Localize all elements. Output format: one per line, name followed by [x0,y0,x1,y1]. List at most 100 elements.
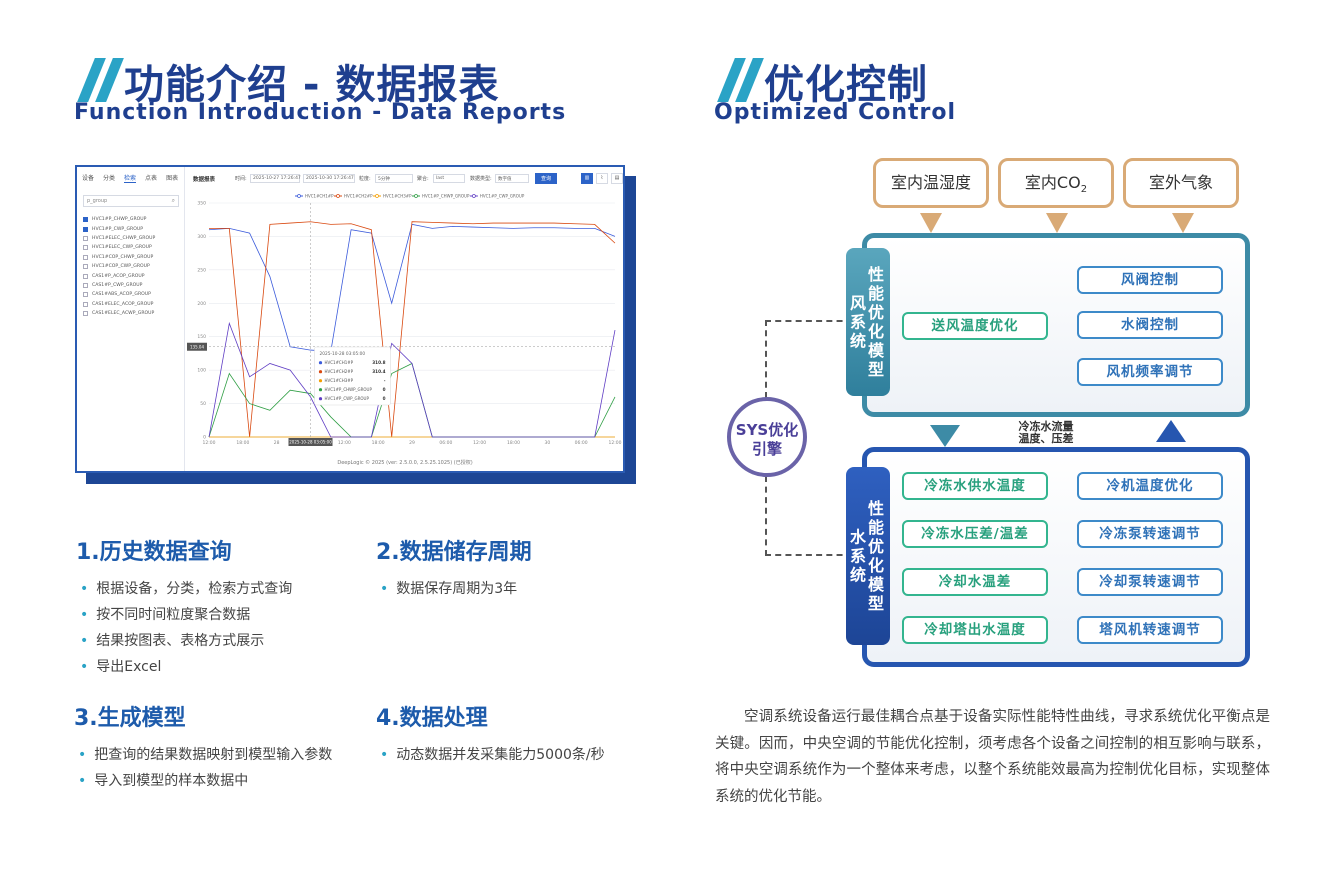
group-name: CAS1#ELEC_ACWP_GROUP [92,311,155,317]
line-view-icon[interactable]: ⌇ [596,173,608,184]
x-tick-label: 12:00 [473,440,486,446]
sidebar-tab[interactable]: 检索 [124,175,137,183]
water-valve-control: 水阀控制 [1077,311,1223,339]
co2-label: 室内CO [1024,173,1081,192]
double-slash-icon [77,58,128,102]
feature-data-processing: 4.数据处理 动态数据并发采集能力5000条/秒 [376,700,605,768]
checkbox[interactable] [83,301,88,307]
checkbox[interactable] [83,311,88,317]
group-list-item[interactable]: HVC1#P_CHWP_GROUP [83,215,155,224]
group-list-item[interactable]: CAS1#P_CWP_GROUP [83,281,155,290]
arrow-down-icon [930,425,960,447]
group-list-item[interactable]: CAS1#ELEC_ACOP_GROUP [83,300,155,309]
group-name: CAS1#ELEC_ACOP_GROUP [92,301,154,307]
left-title-en: Function Introduction - Data Reports [74,100,567,125]
group-list-item[interactable]: HVC1#COP_CWP_GROUP [83,262,155,271]
checkbox[interactable] [83,273,88,279]
tooltip-series-name: HVC1#CH1#P [325,360,354,365]
group-name: HVC1#COP_CWP_GROUP [92,264,150,270]
y-hover-badge [187,342,207,351]
flow-note-line1: 冷冻水流量 [1018,420,1074,433]
datatype-label: 数据类型: [470,176,492,182]
right-title-cn: 优化控制 [764,62,928,108]
checkbox[interactable] [83,254,88,260]
group-list-item[interactable]: HVC1#ELEC_CHWP_GROUP [83,234,155,243]
group-list-item[interactable]: HVC1#ELEC_CWP_GROUP [83,243,155,252]
group-list-item[interactable]: CAS1#ELEC_ACWP_GROUP [83,309,155,318]
feature-generate-model: 3.生成模型 把查询的结果数据映射到模型输入参数 导入到模型的样本数据中 [74,700,332,794]
tooltip-dot [318,397,323,401]
series-line [208,362,616,438]
sys-optimization-engine: SYS优化 引擎 [727,397,807,477]
right-title-en: Optimized Control [714,100,957,125]
report-toolbar: 数据报表 时间: 2025-10-27 17:26:47 2025-10-30 … [193,173,623,187]
feature-item: 动态数据并发采集能力5000条/秒 [376,742,604,768]
group-list-item[interactable]: CAS1#P_ACOP_GROUP [83,271,155,280]
series-line [209,221,616,438]
screenshot-footer: DeepLogic © 2025 (ver: 2.5.0.0, 2.5.25.1… [337,460,473,466]
group-name: CAS1#P_ACOP_GROUP [92,273,145,279]
flow-note: 冷冻水流量 温度、压差 [1006,421,1086,445]
report-title: 数据报表 [193,177,216,183]
checkbox[interactable] [83,292,88,298]
datatype-select[interactable]: 数字值 [495,174,529,183]
time-start-field[interactable]: 2025-10-27 17:26:47 [250,174,301,183]
input-indoor-temp-humidity: 室内温湿度 [873,158,989,208]
group-name: CAS1#ABS_ACOP_GROUP [92,292,151,298]
checkbox[interactable] [83,264,88,270]
checkbox[interactable] [83,235,88,241]
group-list-item[interactable]: HVC1#P_CWP_GROUP [83,224,155,233]
checkbox[interactable] [83,226,88,232]
aggregate-label: 聚合: [417,176,429,182]
sidebar-tab[interactable]: 分类 [103,175,116,182]
y-tick-label: 200 [197,301,206,307]
arrow-down-icon [1172,213,1194,233]
x-tick-label: 06:00 [439,440,452,446]
tooltip-dot [318,370,323,374]
description-paragraph: 空调系统设备运行最佳耦合点基于设备实际性能特性曲线，寻求系统优化平衡点是关键。因… [715,709,1270,805]
co2-subscript: 2 [1080,184,1088,196]
group-search-input[interactable]: p_group⌕ [83,195,179,207]
chart-view-icon[interactable]: ▥ [581,173,593,184]
x-tick-label: 12:00 [338,440,351,446]
chart-tooltip [314,346,391,406]
feature-item: 结果按图表、表格方式展示 [76,628,292,654]
granularity-select[interactable]: 5分钟 [375,174,413,183]
query-button[interactable]: 查询 [535,173,558,184]
sidebar-tab[interactable]: 图表 [166,175,179,182]
tooltip-series-value: 310.8 [372,360,385,365]
x-tick-label: 12:00 [203,440,216,446]
x-tick-label: 18:00 [236,440,249,446]
y-tick-label: 0 [203,435,206,441]
air-valve-control: 风阀控制 [1077,266,1223,294]
feature-title: 1.历史数据查询 [76,540,232,565]
feature-item: 导出Excel [76,654,292,680]
y-tick-label: 350 [197,201,206,207]
group-list-item[interactable]: HVC1#COP_CHWP_GROUP [83,253,155,262]
tooltip-series-value: 0 [383,396,386,401]
checkbox[interactable] [83,217,88,223]
legend-marker [414,194,418,198]
group-name: HVC1#ELEC_CWP_GROUP [92,245,152,251]
group-list-item[interactable]: CAS1#ABS_ACOP_GROUP [83,290,155,299]
time-end-field[interactable]: 2025-10-30 17:26:47 [303,174,355,183]
x-tick-label: 06:00 [575,440,588,446]
legend-label: HVC1#CH3#P [383,194,412,199]
feature-title: 2.数据储存周期 [376,540,532,565]
checkbox[interactable] [83,282,88,288]
flow-note-line2: 温度、压差 [1018,432,1074,445]
legend-marker [297,194,301,198]
sidebar-tab[interactable]: 设备 [82,175,95,182]
checkbox[interactable] [83,245,88,251]
left-title-cn: 功能介绍 - 数据报表 [124,62,500,108]
feature-list: 根据设备，分类，检索方式查询 按不同时间粒度聚合数据 结果按图表、表格方式展示 … [76,576,292,680]
water-label-line2: 水系统 [850,527,867,585]
water-label-line1: 性能优化模型 [868,499,885,613]
group-name: CAS1#P_CWP_GROUP [92,282,143,288]
feature-title: 3.生成模型 [74,706,186,731]
report-line-chart: 05010015020025030035012:0018:002806:0012… [187,194,622,446]
sidebar-tab[interactable]: 点表 [145,175,158,182]
y-hover-label: 135.04 [190,345,204,350]
table-view-icon[interactable]: ▤ [611,173,623,184]
aggregate-select[interactable]: last [433,174,465,183]
